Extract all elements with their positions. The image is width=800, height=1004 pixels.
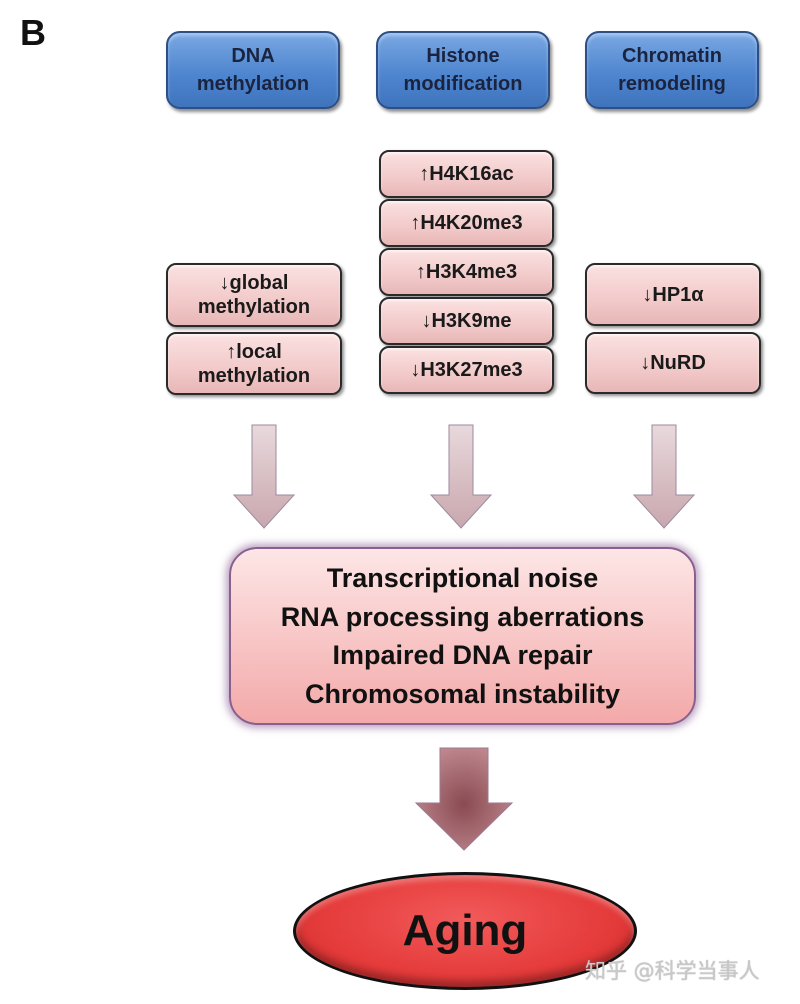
chromatin-change-hp1a: ↓HP1α: [585, 263, 761, 326]
consequence-item: Transcriptional noise: [326, 563, 599, 593]
change-line2: methylation: [197, 296, 311, 318]
change-line1: ↑local: [226, 340, 282, 363]
chromatin-change-nurd: ↓NuRD: [585, 332, 761, 394]
histone-change: ↑H4K20me3: [379, 199, 554, 247]
arrow-down-icon: [232, 424, 296, 529]
category-histone-modification: Histone modification: [376, 31, 550, 109]
panel-label: B: [20, 12, 46, 53]
aging-label: Aging: [402, 906, 528, 955]
category-line1: Chromatin: [621, 45, 722, 67]
consequences-box: Transcriptional noise RNA processing abe…: [229, 547, 696, 725]
category-line1: DNA: [231, 45, 275, 67]
arrow-down-icon: [632, 424, 696, 529]
arrow-down-icon: [429, 424, 493, 529]
histone-change: ↓H3K9me: [379, 297, 554, 345]
category-line2: methylation: [196, 73, 310, 95]
histone-change: ↓H3K27me3: [379, 346, 554, 394]
aging-ellipse: Aging: [293, 872, 637, 990]
histone-change: ↑H3K4me3: [379, 248, 554, 296]
change-line1: ↓global: [219, 272, 289, 294]
consequence-item: RNA processing aberrations: [280, 601, 645, 632]
category-chromatin-remodeling: Chromatin remodeling: [585, 31, 759, 109]
category-line2: remodeling: [618, 73, 726, 95]
big-arrow-down-icon: [414, 747, 514, 851]
watermark: 知乎 @科学当事人: [585, 959, 760, 983]
consequence-item: Impaired DNA repair: [332, 640, 593, 670]
category-line1: Histone: [426, 45, 500, 67]
consequence-item: Chromosomal instability: [304, 678, 621, 709]
change-line2: methylation: [197, 364, 311, 387]
category-line2: modification: [403, 73, 523, 95]
category-dna-methylation: DNA methylation: [166, 31, 340, 109]
histone-change: ↑H4K16ac: [379, 150, 554, 198]
